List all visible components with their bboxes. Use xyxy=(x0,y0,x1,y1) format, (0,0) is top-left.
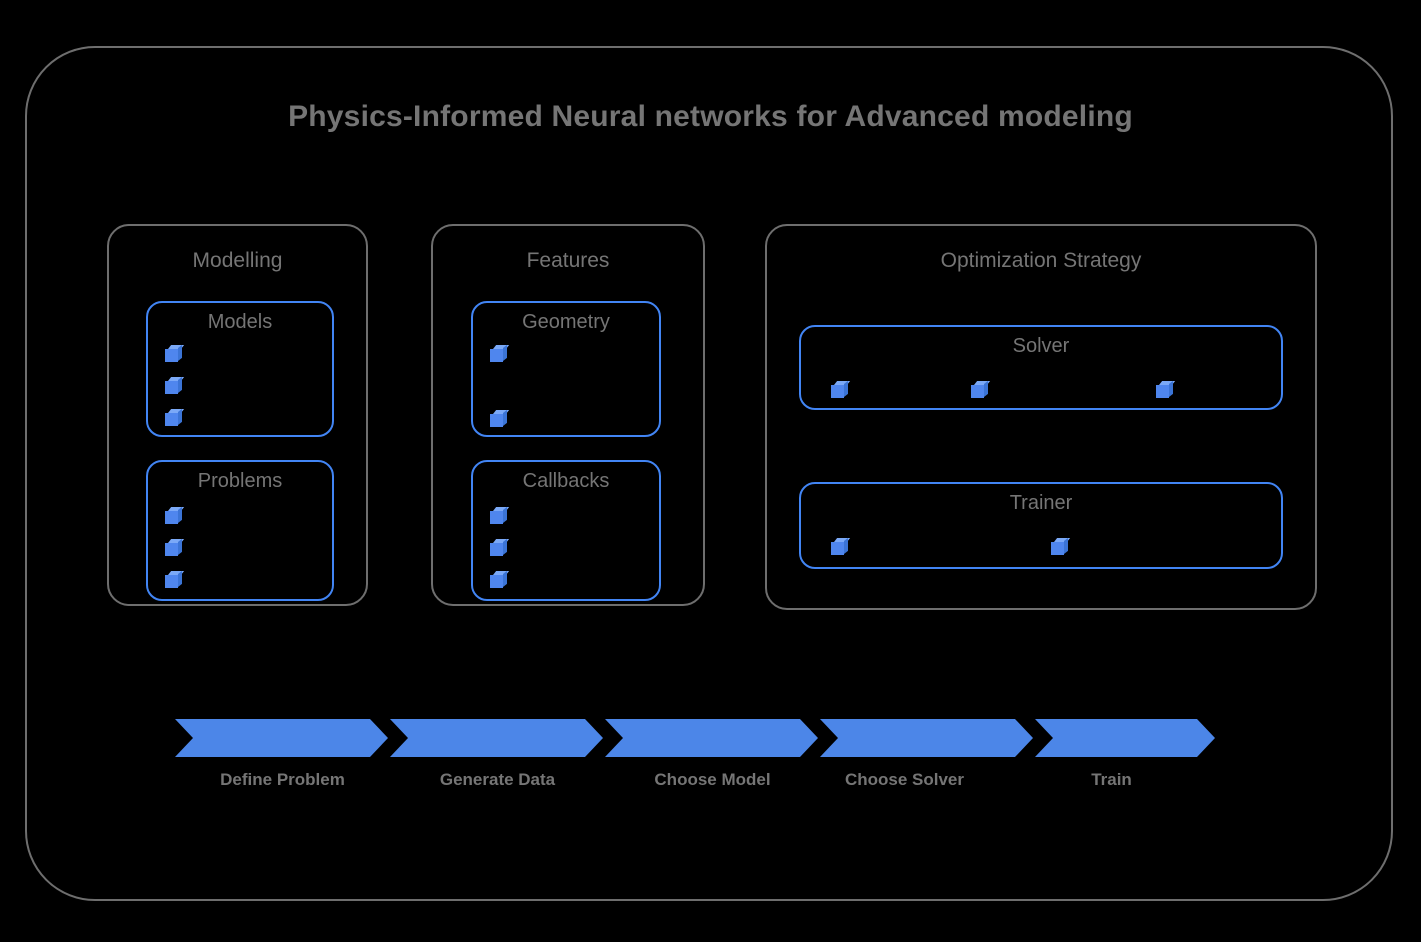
blue-box-title-callbacks: Callbacks xyxy=(522,470,610,492)
process-step-label-generate-data: Generate Data xyxy=(439,770,556,789)
blue-box-callbacks[interactable]: Callbacks xyxy=(471,460,661,601)
process-step-label-define-problem: Define Problem xyxy=(220,770,345,789)
blue-box-problems[interactable]: Problems xyxy=(146,460,334,601)
blue-box-title-problems: Problems xyxy=(197,470,283,492)
cube-icon xyxy=(831,537,851,555)
blue-box-title-trainer: Trainer xyxy=(1009,492,1073,514)
cube-icon xyxy=(1051,537,1071,555)
cube-icon xyxy=(165,538,185,556)
process-step-arrow-generate-data[interactable] xyxy=(390,719,603,757)
blue-box-title-solver: Solver xyxy=(1012,335,1070,357)
cube-icon xyxy=(971,380,991,398)
blue-box-trainer[interactable]: Trainer xyxy=(799,482,1283,569)
process-step-label-choose-model: Choose Model xyxy=(654,770,771,789)
page-title: Physics-Informed Neural networks for Adv… xyxy=(288,100,1133,133)
cube-icon xyxy=(490,506,510,524)
group-panel-modelling[interactable]: Modelling xyxy=(107,224,368,606)
cube-icon xyxy=(490,409,510,427)
blue-box-title-models: Models xyxy=(207,311,273,333)
cube-icon xyxy=(490,344,510,362)
cube-icon xyxy=(165,344,185,362)
group-panel-features[interactable]: Features xyxy=(431,224,705,606)
cube-icon xyxy=(831,380,851,398)
process-flow xyxy=(175,719,1215,757)
blue-box-solver[interactable]: Solver xyxy=(799,325,1283,410)
blue-box-geometry[interactable]: Geometry xyxy=(471,301,661,437)
process-step-label-train: Train xyxy=(1091,770,1132,789)
cube-icon xyxy=(1156,380,1176,398)
outer-frame xyxy=(25,46,1393,901)
group-title-features: Features xyxy=(526,249,610,272)
cube-icon xyxy=(490,538,510,556)
blue-box-models[interactable]: Models xyxy=(146,301,334,437)
cube-icon xyxy=(165,408,185,426)
blue-box-title-geometry: Geometry xyxy=(522,311,610,333)
process-step-arrow-choose-model[interactable] xyxy=(605,719,818,757)
process-step-label-choose-solver: Choose Solver xyxy=(844,770,965,789)
process-step-arrow-define-problem[interactable] xyxy=(175,719,388,757)
cube-icon xyxy=(490,570,510,588)
group-title-optimization-strategy: Optimization Strategy xyxy=(940,249,1142,272)
cube-icon xyxy=(165,570,185,588)
cube-icon xyxy=(165,506,185,524)
cube-icon xyxy=(165,376,185,394)
group-title-modelling: Modelling xyxy=(192,249,283,272)
group-panel-optimization-strategy[interactable]: Optimization Strategy xyxy=(765,224,1317,610)
process-step-arrow-train[interactable] xyxy=(1035,719,1215,757)
process-step-arrow-choose-solver[interactable] xyxy=(820,719,1033,757)
